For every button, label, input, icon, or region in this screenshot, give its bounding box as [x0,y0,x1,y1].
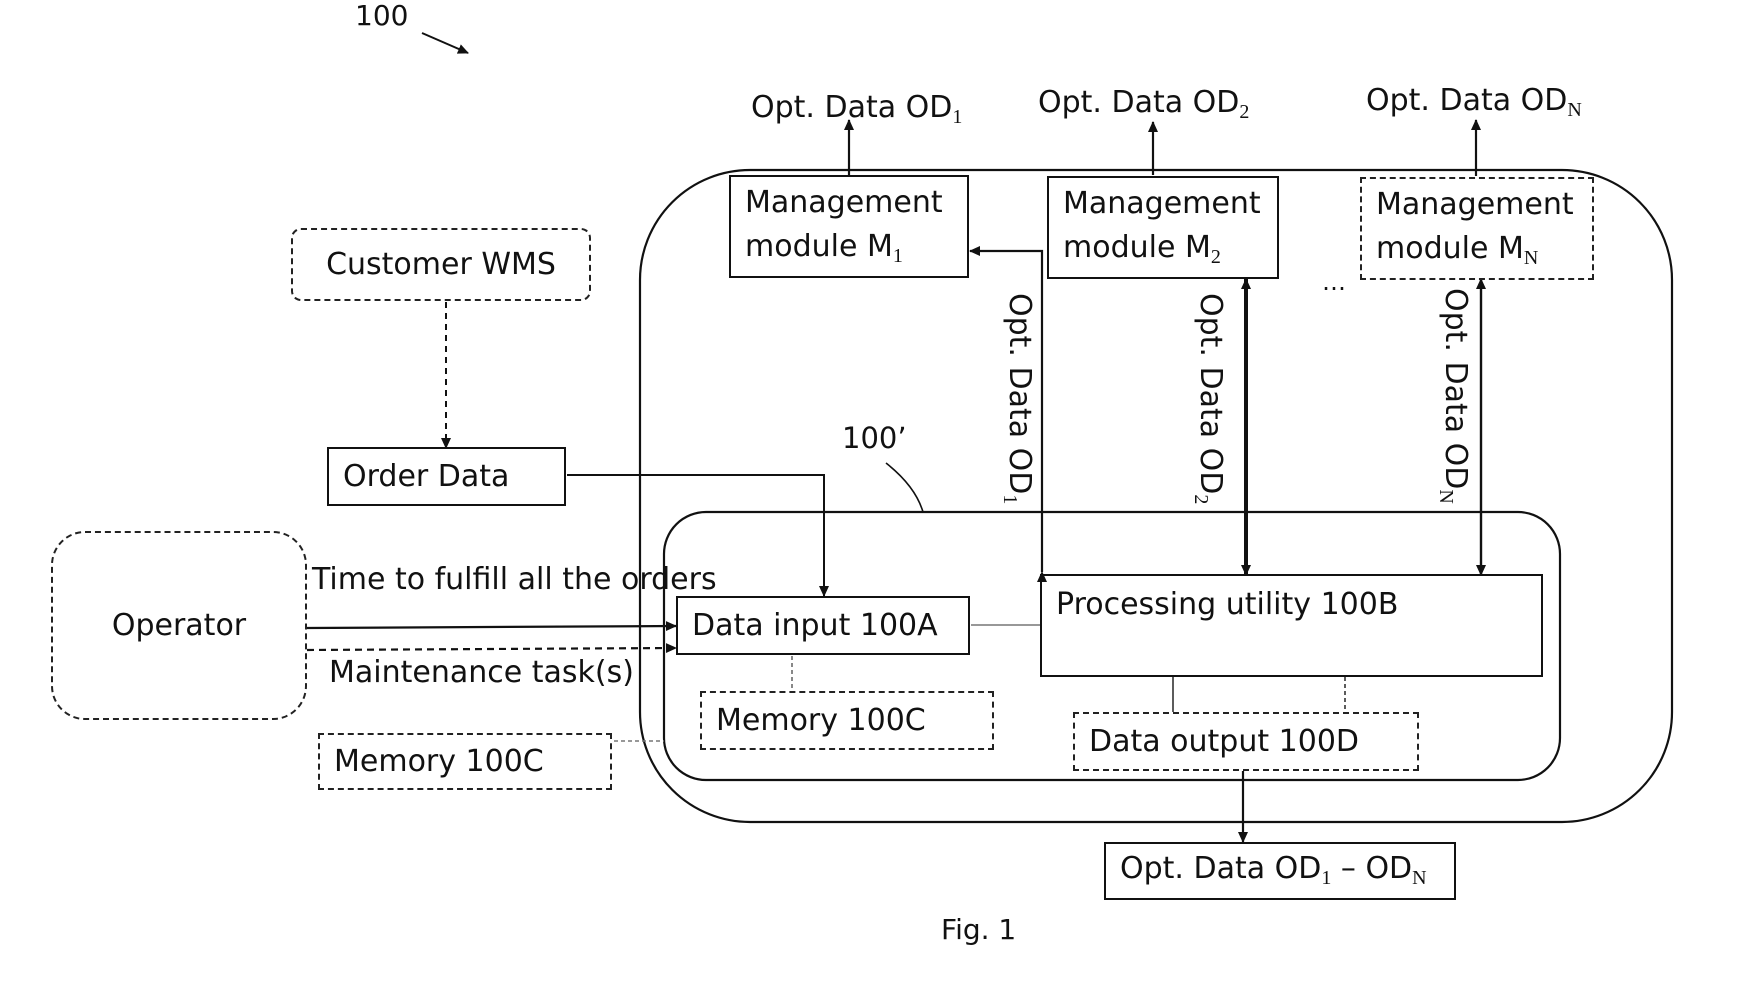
figure-caption: Fig. 1 [941,916,1016,944]
operator-time-arrow [307,626,676,628]
mn-line1: Management [1376,183,1578,227]
figure-ref-100: 100 [355,2,408,30]
operator-label: Operator [112,611,246,641]
modules-ellipsis: … [1322,270,1346,294]
operator-maintenance-arrow [307,648,676,650]
management-module-m1: Management module M1 [729,175,969,278]
time-to-fulfill-label: Time to fulfill all the orders [312,565,717,595]
data-output-label: Data output 100D [1089,727,1359,757]
maintenance-tasks-label: Maintenance task(s) [329,658,634,688]
operator-box: Operator [51,531,307,720]
external-memory-box: Memory 100C [318,733,612,790]
ref-100-prime-leader [886,463,923,512]
order-data-label: Order Data [343,462,509,492]
mn-line2: module MN [1376,227,1578,280]
processing-utility-box: Processing utility 100B [1040,574,1543,677]
final-output-box: Opt. Data OD1 – ODN [1104,842,1456,900]
final-output-label: Opt. Data OD1 – ODN [1120,854,1427,888]
opt-data-od1-label: Opt. Data OD1 [751,93,962,127]
internal-memory-label: Memory 100C [716,706,926,736]
m2-line2: module M2 [1063,226,1263,279]
m2-line1: Management [1063,182,1263,226]
opt-data-odn-label: Opt. Data ODN [1366,86,1582,120]
m1-line1: Management [745,181,953,225]
customer-wms-box: Customer WMS [291,228,591,301]
internal-memory-box: Memory 100C [700,691,994,750]
opt-data-od2-label: Opt. Data OD2 [1038,88,1249,122]
data-input-box: Data input 100A [676,596,970,655]
figure-ref-100-prime: 100’ [842,424,907,453]
external-memory-label: Memory 100C [334,747,544,777]
vertical-opt-data-od1: Opt. Data OD1 [1000,293,1034,504]
processing-utility-label: Processing utility 100B [1056,587,1398,622]
vertical-opt-data-od2: Opt. Data OD2 [1191,293,1225,504]
customer-wms-label: Customer WMS [326,250,556,280]
vertical-opt-data-odn: Opt. Data ODN [1436,288,1470,504]
management-module-mn: Management module MN [1360,177,1594,280]
data-input-label: Data input 100A [692,611,938,641]
m1-line2: module M1 [745,225,953,278]
data-output-box: Data output 100D [1073,712,1419,771]
management-module-m2: Management module M2 [1047,176,1279,279]
order-data-box: Order Data [327,447,566,506]
ref-100-arrow [422,33,468,53]
